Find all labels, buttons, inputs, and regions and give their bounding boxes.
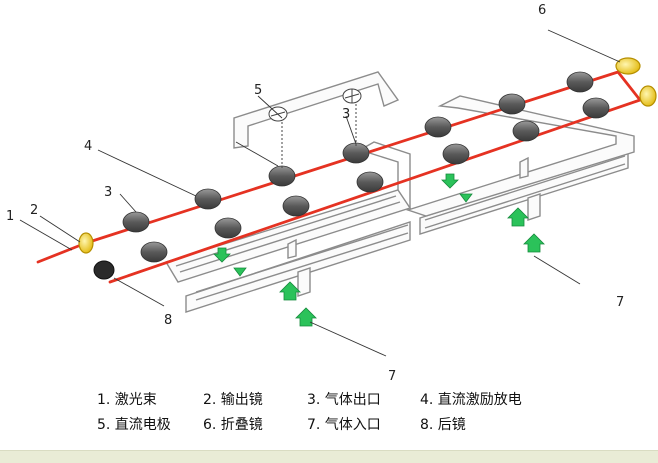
gas-outlet-arrow-icon	[213, 247, 231, 263]
callout-3a: 3	[104, 185, 112, 200]
legend-row-2: 5. 直流电极 6. 折叠镜 7. 气体入口 8. 后镜	[97, 411, 528, 436]
gas-inlet-arrow-icon	[279, 281, 301, 301]
fold-beam	[616, 70, 642, 102]
gas-down-arrow-icon	[233, 267, 247, 277]
rear-mirror-icon	[93, 260, 115, 280]
legend-item: 6. 折叠镜	[203, 416, 263, 433]
electrodes-front	[122, 71, 594, 233]
fold-mirror-top-icon	[615, 57, 641, 75]
legend-item: 7. 气体入口	[307, 416, 381, 433]
electrode	[442, 143, 470, 165]
callout-4: 4	[84, 139, 92, 154]
output-beam	[36, 241, 88, 264]
callout-2: 2	[30, 203, 38, 218]
electrode	[512, 120, 540, 142]
electrode	[194, 188, 222, 210]
callout-7a: 7	[616, 295, 624, 310]
gas-down-arrow-icon	[459, 193, 473, 203]
electrode	[214, 217, 242, 239]
electrode	[268, 165, 296, 187]
callout-5: 5	[254, 83, 262, 98]
frame-upper	[164, 71, 635, 297]
electrode	[282, 195, 310, 217]
legend-item: 5. 直流电极	[97, 416, 171, 433]
legend-item: 1. 激光束	[97, 391, 157, 408]
electrodes-back	[140, 97, 610, 263]
electrode	[140, 241, 168, 263]
electrode	[122, 211, 150, 233]
callout-1: 1	[6, 209, 14, 224]
callout-6: 6	[538, 3, 546, 18]
electrode	[498, 93, 526, 115]
legend: 1. 激光束 2. 输出镜 3. 气体出口 4. 直流激励放电 5. 直流电极 …	[97, 386, 528, 436]
electrode	[424, 116, 452, 138]
callout-3b: 3	[342, 107, 350, 122]
electrode	[566, 71, 594, 93]
callout-7b: 7	[388, 369, 396, 384]
leader-lines	[19, 29, 621, 357]
gas-outlet-arrow-icon	[441, 173, 459, 189]
fold-mirror-bottom-icon	[639, 85, 657, 107]
footer-bar	[0, 450, 658, 463]
gas-inlet-arrow-icon	[523, 233, 545, 253]
legend-row-1: 1. 激光束 2. 输出镜 3. 气体出口 4. 直流激励放电	[97, 386, 528, 411]
legend-item: 2. 输出镜	[203, 391, 263, 408]
output-mirror-icon	[78, 232, 94, 254]
legend-item: 8. 后镜	[420, 416, 466, 433]
gas-inlet-arrow-icon	[295, 307, 317, 327]
electrode	[582, 97, 610, 119]
gas-arrows	[213, 173, 545, 327]
legend-item: 3. 气体出口	[307, 391, 381, 408]
legend-item: 4. 直流激励放电	[420, 391, 522, 408]
callout-8: 8	[164, 313, 172, 328]
mirrors	[78, 57, 657, 280]
electrode	[356, 171, 384, 193]
gas-inlet-arrow-icon	[507, 207, 529, 227]
